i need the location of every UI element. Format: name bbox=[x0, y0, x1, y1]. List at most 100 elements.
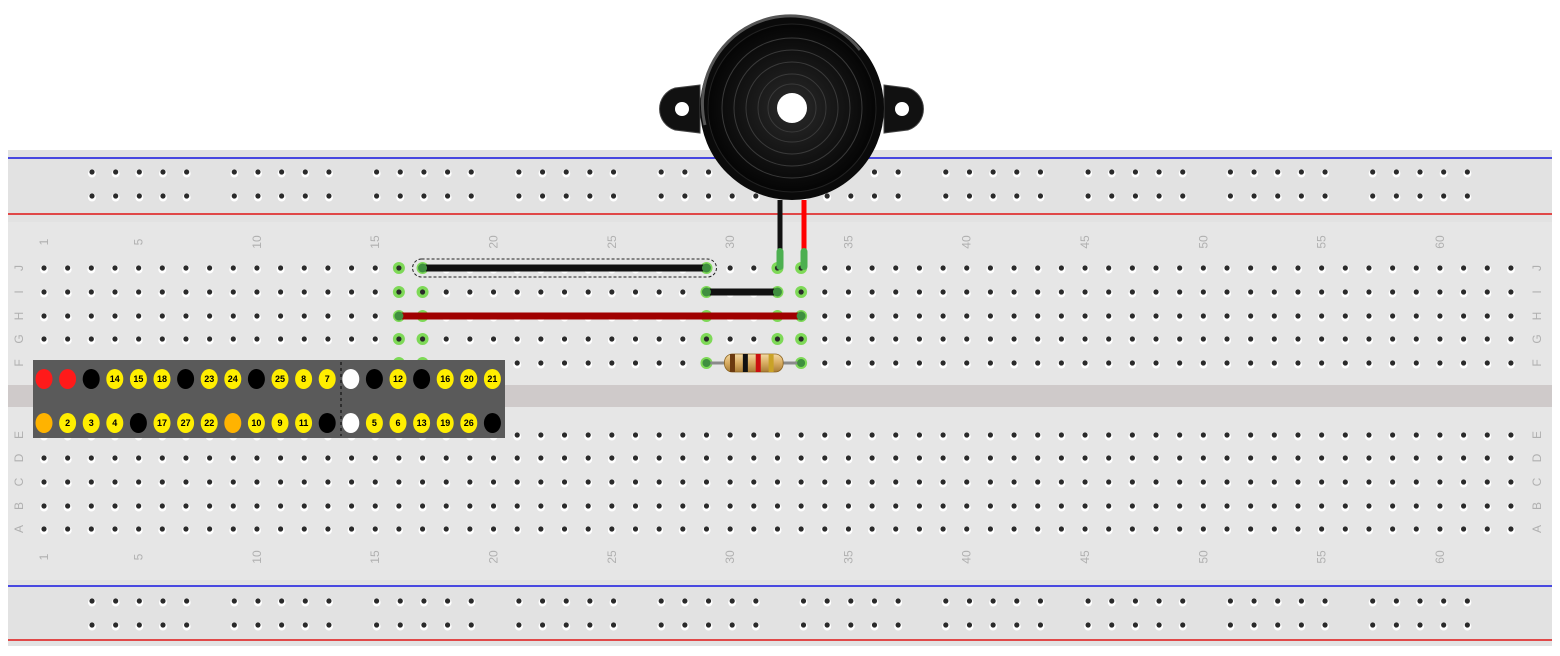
rail-hole[interactable] bbox=[990, 169, 996, 175]
hole[interactable] bbox=[845, 432, 852, 438]
hole[interactable] bbox=[916, 526, 923, 532]
rail-hole[interactable] bbox=[374, 169, 380, 175]
hole[interactable] bbox=[88, 289, 94, 295]
rail-hole[interactable] bbox=[421, 169, 427, 175]
rail-hole[interactable] bbox=[705, 598, 712, 604]
hole[interactable] bbox=[443, 455, 449, 461]
hole[interactable] bbox=[869, 336, 875, 342]
hole[interactable] bbox=[1106, 265, 1112, 271]
hole[interactable] bbox=[1248, 265, 1254, 271]
rail-hole[interactable] bbox=[871, 622, 878, 628]
hole[interactable] bbox=[514, 479, 520, 485]
rail-hole[interactable] bbox=[800, 598, 807, 604]
rail-hole[interactable] bbox=[231, 193, 237, 199]
gpio-pin-bottom[interactable]: 2 bbox=[59, 413, 77, 433]
gpio-pin-top[interactable]: 16 bbox=[436, 369, 454, 389]
hole[interactable] bbox=[1390, 360, 1396, 366]
hole[interactable] bbox=[278, 455, 284, 461]
rail-hole[interactable] bbox=[753, 193, 759, 199]
hole[interactable] bbox=[751, 265, 757, 271]
hole[interactable] bbox=[1437, 289, 1443, 295]
rail-hole[interactable] bbox=[563, 193, 569, 199]
rail-hole[interactable] bbox=[113, 169, 119, 175]
hole[interactable] bbox=[1437, 479, 1443, 485]
hole[interactable] bbox=[1390, 336, 1396, 342]
rail-hole[interactable] bbox=[966, 169, 973, 175]
rail-hole[interactable] bbox=[1132, 622, 1139, 628]
rail-hole[interactable] bbox=[895, 169, 901, 175]
hole[interactable] bbox=[940, 479, 946, 485]
hole[interactable] bbox=[419, 503, 426, 509]
hole[interactable] bbox=[703, 503, 710, 509]
hole[interactable] bbox=[1177, 289, 1183, 295]
hole[interactable] bbox=[727, 336, 733, 342]
rail-hole[interactable] bbox=[729, 622, 735, 628]
rail-hole[interactable] bbox=[587, 169, 593, 175]
hole[interactable] bbox=[396, 289, 402, 295]
hole[interactable] bbox=[1437, 360, 1443, 366]
hole[interactable] bbox=[1082, 265, 1088, 271]
rail-hole[interactable] bbox=[943, 193, 949, 199]
rail-hole[interactable] bbox=[587, 598, 593, 604]
rail-hole[interactable] bbox=[1251, 622, 1257, 628]
hole[interactable] bbox=[88, 455, 94, 461]
hole[interactable] bbox=[822, 526, 828, 532]
hole[interactable] bbox=[1011, 336, 1017, 342]
hole[interactable] bbox=[893, 289, 899, 295]
rail-hole[interactable] bbox=[1251, 598, 1257, 604]
hole[interactable] bbox=[1271, 360, 1277, 366]
rail-hole[interactable] bbox=[848, 193, 854, 199]
rail-hole[interactable] bbox=[610, 622, 617, 628]
hole[interactable] bbox=[301, 455, 307, 461]
hole[interactable] bbox=[65, 289, 71, 295]
rail-hole[interactable] bbox=[1109, 598, 1115, 604]
rail-hole[interactable] bbox=[516, 598, 522, 604]
hole[interactable] bbox=[254, 289, 260, 295]
hole[interactable] bbox=[41, 526, 47, 532]
rail-hole[interactable] bbox=[966, 193, 973, 199]
hole[interactable] bbox=[1248, 360, 1254, 366]
hole[interactable] bbox=[65, 455, 71, 461]
gpio-pin-top[interactable] bbox=[59, 369, 77, 389]
hole[interactable] bbox=[1271, 526, 1277, 532]
hole[interactable] bbox=[183, 289, 189, 295]
hole[interactable] bbox=[609, 503, 615, 509]
gpio-pin-top[interactable] bbox=[365, 369, 383, 389]
hole[interactable] bbox=[41, 479, 47, 485]
hole[interactable] bbox=[561, 432, 568, 438]
rail-hole[interactable] bbox=[824, 598, 830, 604]
rail-hole[interactable] bbox=[302, 598, 308, 604]
hole[interactable] bbox=[1271, 313, 1277, 319]
rail-hole[interactable] bbox=[160, 622, 166, 628]
rail-hole[interactable] bbox=[397, 169, 403, 175]
hole[interactable] bbox=[964, 455, 970, 461]
rail-hole[interactable] bbox=[1085, 193, 1091, 199]
hole[interactable] bbox=[822, 432, 828, 438]
hole[interactable] bbox=[372, 289, 378, 295]
hole[interactable] bbox=[1224, 265, 1230, 271]
rail-hole[interactable] bbox=[1156, 193, 1162, 199]
rail-hole[interactable] bbox=[326, 169, 332, 175]
hole[interactable] bbox=[1058, 503, 1064, 509]
hole[interactable] bbox=[514, 289, 520, 295]
rail-hole[interactable] bbox=[326, 193, 332, 199]
hole[interactable] bbox=[1106, 360, 1112, 366]
hole[interactable] bbox=[1106, 526, 1112, 532]
hole[interactable] bbox=[254, 336, 260, 342]
hole[interactable] bbox=[703, 526, 710, 532]
rail-hole[interactable] bbox=[444, 598, 451, 604]
hole[interactable] bbox=[774, 503, 781, 509]
hole[interactable] bbox=[1508, 455, 1514, 461]
hole[interactable] bbox=[893, 432, 899, 438]
hole[interactable] bbox=[1508, 289, 1514, 295]
hole[interactable] bbox=[467, 503, 473, 509]
hole[interactable] bbox=[159, 455, 165, 461]
hole[interactable] bbox=[1058, 526, 1064, 532]
hole[interactable] bbox=[1508, 336, 1514, 342]
rail-hole[interactable] bbox=[871, 169, 878, 175]
rail-hole[interactable] bbox=[1441, 193, 1447, 199]
gpio-pin-bottom[interactable]: 6 bbox=[389, 413, 407, 433]
hole[interactable] bbox=[372, 455, 378, 461]
rail-hole[interactable] bbox=[468, 598, 474, 604]
hole[interactable] bbox=[396, 503, 402, 509]
